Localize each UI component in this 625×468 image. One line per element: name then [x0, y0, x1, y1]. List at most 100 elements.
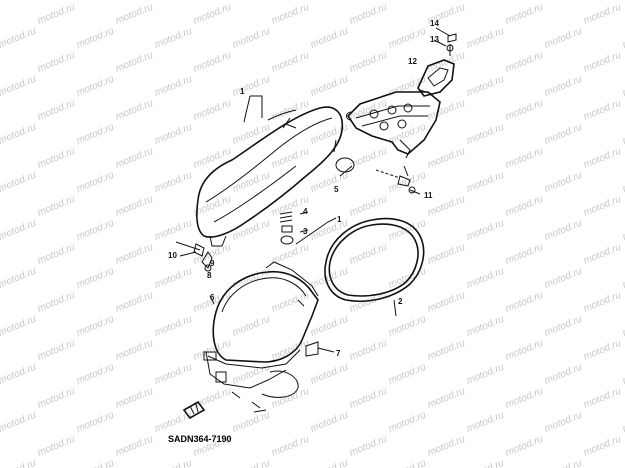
watermark-text: motod.ru: [426, 338, 467, 363]
watermark-text: motod.ru: [114, 242, 155, 267]
watermark-text: motod.ru: [582, 242, 623, 267]
watermark-text: motod.ru: [75, 0, 116, 3]
watermark-text: motod.ru: [0, 122, 38, 147]
watermark-text: motod.ru: [75, 410, 116, 435]
hinge-bolts: [175, 241, 213, 272]
watermark-text: motod.ru: [192, 386, 233, 411]
watermark-text: motod.ru: [465, 74, 506, 99]
watermark-text: motod.ru: [0, 314, 38, 339]
watermark-text: motod.ru: [387, 170, 428, 195]
watermark-text: motod.ru: [504, 2, 545, 27]
watermark-text: motod.ru: [75, 266, 116, 291]
watermark-text: motod.ru: [153, 266, 194, 291]
watermark-text: motod.ru: [621, 74, 625, 99]
watermark-text: motod.ru: [348, 386, 389, 411]
watermark-text: motod.ru: [465, 314, 506, 339]
watermark-text: motod.ru: [543, 410, 584, 435]
seal-gasket-part: [324, 217, 425, 303]
watermark-text: motod.ru: [621, 266, 625, 291]
watermark-text: motod.ru: [465, 0, 506, 3]
watermark-text: motod.ru: [465, 170, 506, 195]
watermark-text: motod.ru: [543, 26, 584, 51]
watermark-text: motod.ru: [0, 410, 38, 435]
watermark-text: motod.ru: [465, 218, 506, 243]
watermark-text: motod.ru: [621, 0, 625, 3]
watermark-text: motod.ru: [582, 338, 623, 363]
watermark-text: motod.ru: [309, 362, 350, 387]
watermark-text: motod.ru: [0, 218, 38, 243]
watermark-text: motod.ru: [348, 50, 389, 75]
watermark-text: motod.ru: [0, 362, 38, 387]
callout-3: 3: [303, 227, 308, 236]
watermark-text: motod.ru: [504, 242, 545, 267]
bolt-11: [375, 165, 421, 195]
watermark-text: motod.ru: [543, 362, 584, 387]
watermark-text: motod.ru: [75, 122, 116, 147]
watermark-text: motod.ru: [231, 26, 272, 51]
watermark-text: motod.ru: [153, 170, 194, 195]
callout-7: 7: [336, 349, 341, 358]
callout-6: 6: [210, 293, 215, 302]
watermark-text: motod.ru: [582, 50, 623, 75]
watermark-text: motod.ru: [309, 410, 350, 435]
watermark-text: motod.ru: [582, 386, 623, 411]
watermark-text: motod.ru: [582, 434, 623, 459]
watermark-text: motod.ru: [504, 386, 545, 411]
callout-10: 10: [168, 251, 177, 260]
watermark-text: motod.ru: [153, 218, 194, 243]
watermark-text: motod.ru: [36, 146, 77, 171]
watermark-text: motod.ru: [231, 314, 272, 339]
watermark-text: motod.ru: [153, 362, 194, 387]
watermark-text: motod.ru: [192, 338, 233, 363]
watermark-text: motod.ru: [36, 242, 77, 267]
watermark-text: motod.ru: [543, 0, 584, 3]
watermark-text: motod.ru: [348, 242, 389, 267]
watermark-text: motod.ru: [543, 170, 584, 195]
watermark-text: motod.ru: [621, 170, 625, 195]
rear-carrier-part: [345, 91, 441, 159]
watermark-text: motod.ru: [75, 74, 116, 99]
watermark-text: motod.ru: [582, 146, 623, 171]
watermark-text: motod.ru: [309, 122, 350, 147]
watermark-text: motod.ru: [348, 2, 389, 27]
watermark-text: motod.ru: [231, 218, 272, 243]
watermark-text: motod.ru: [465, 122, 506, 147]
watermark-text: motod.ru: [426, 242, 467, 267]
watermark-text: motod.ru: [348, 434, 389, 459]
watermark-text: motod.ru: [621, 362, 625, 387]
callout-12: 12: [408, 57, 417, 66]
watermark-text: motod.ru: [387, 26, 428, 51]
watermark-text: motod.ru: [582, 290, 623, 315]
watermark-text: motod.ru: [387, 362, 428, 387]
watermark-text: motod.ru: [270, 290, 311, 315]
callout-1: 1: [240, 87, 245, 96]
watermark-text: motod.ru: [114, 98, 155, 123]
watermark-text: motod.ru: [621, 218, 625, 243]
watermark-text: motod.ru: [543, 122, 584, 147]
watermark-text: motod.ru: [36, 2, 77, 27]
watermark-text: motod.ru: [621, 122, 625, 147]
watermark-text: motod.ru: [114, 386, 155, 411]
watermark-text: motod.ru: [387, 410, 428, 435]
watermark-text: motod.ru: [75, 26, 116, 51]
watermark-text: motod.ru: [543, 218, 584, 243]
watermark-text: motod.ru: [153, 314, 194, 339]
watermark-text: motod.ru: [0, 266, 38, 291]
grommet-3-4: [279, 211, 309, 245]
watermark-text: motod.ru: [426, 290, 467, 315]
watermark-text: motod.ru: [114, 434, 155, 459]
bolt-13-14: [433, 27, 457, 56]
watermark-text: motod.ru: [231, 410, 272, 435]
watermark-text: motod.ru: [36, 194, 77, 219]
watermark-text: motod.ru: [504, 338, 545, 363]
watermark-text: motod.ru: [192, 146, 233, 171]
watermark-text: motod.ru: [543, 458, 584, 468]
watermark-text: motod.ru: [153, 74, 194, 99]
callout-11: 11: [424, 191, 433, 200]
watermark-text: motod.ru: [504, 98, 545, 123]
callout-2: 2: [398, 297, 403, 306]
watermark-text: motod.ru: [192, 98, 233, 123]
